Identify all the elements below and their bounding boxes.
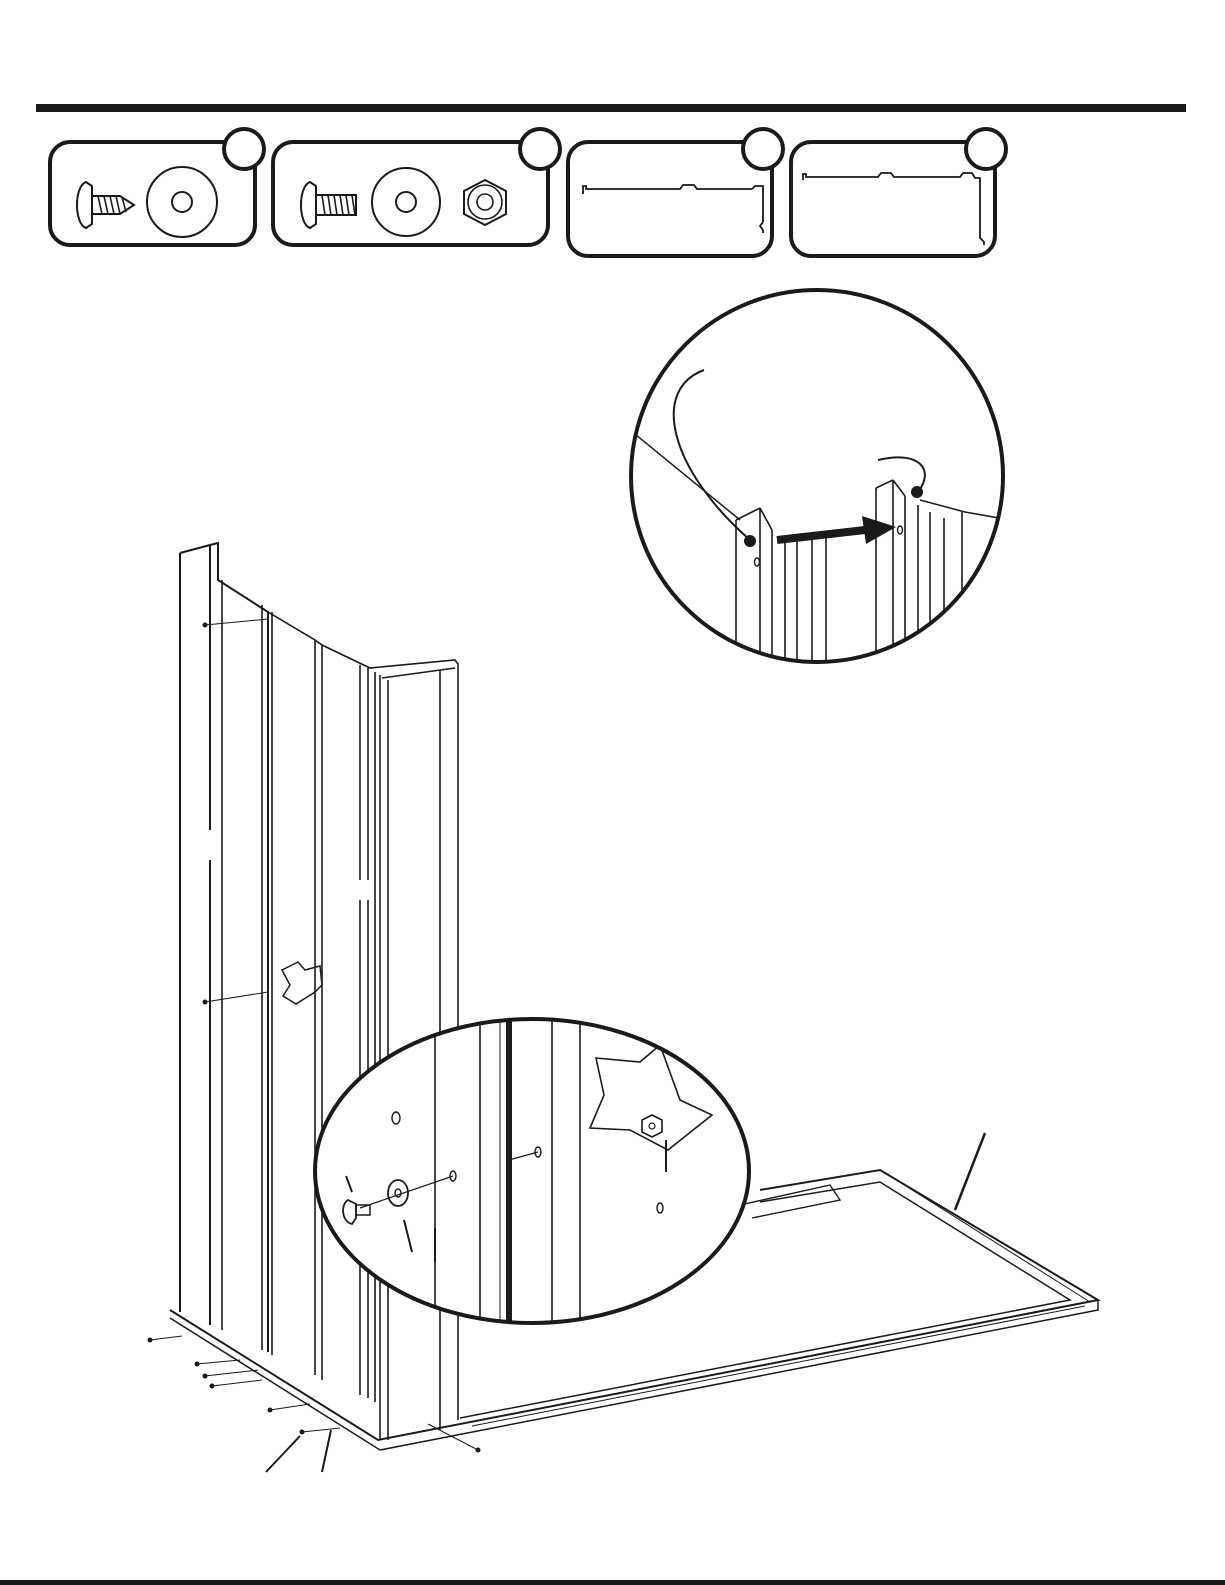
part-id-circle-2 bbox=[520, 129, 560, 169]
detail-callout-top bbox=[630, 290, 1010, 670]
part-id-circle-3 bbox=[743, 129, 783, 169]
washer-icon bbox=[372, 168, 440, 236]
leader-dot bbox=[911, 486, 923, 498]
hex-nut-icon bbox=[464, 180, 506, 225]
panel-profile-icon bbox=[583, 185, 763, 233]
panel-profile-icon bbox=[803, 173, 984, 245]
parts-box-screw-washer bbox=[50, 129, 264, 245]
parts-box-panel-b bbox=[791, 129, 1006, 256]
tapping-screw-icon bbox=[77, 182, 134, 228]
machine-bolt-icon bbox=[301, 182, 356, 228]
leader-dot bbox=[744, 535, 756, 547]
panel-cutaway bbox=[282, 962, 322, 1004]
wall-panel-assembly bbox=[180, 543, 458, 1440]
footer-rule bbox=[0, 1580, 1225, 1585]
washer-icon bbox=[147, 167, 217, 237]
leader-line bbox=[322, 1430, 331, 1472]
parts-box-panel-a bbox=[568, 129, 783, 256]
part-id-circle-4 bbox=[966, 129, 1006, 169]
base-fasteners bbox=[148, 1336, 481, 1472]
part-id-circle-1 bbox=[224, 129, 264, 169]
parts-box-bolt-washer-nut bbox=[273, 129, 560, 245]
leader-line bbox=[955, 1133, 985, 1210]
leader-line bbox=[266, 1436, 300, 1472]
header-rule bbox=[36, 104, 1186, 112]
